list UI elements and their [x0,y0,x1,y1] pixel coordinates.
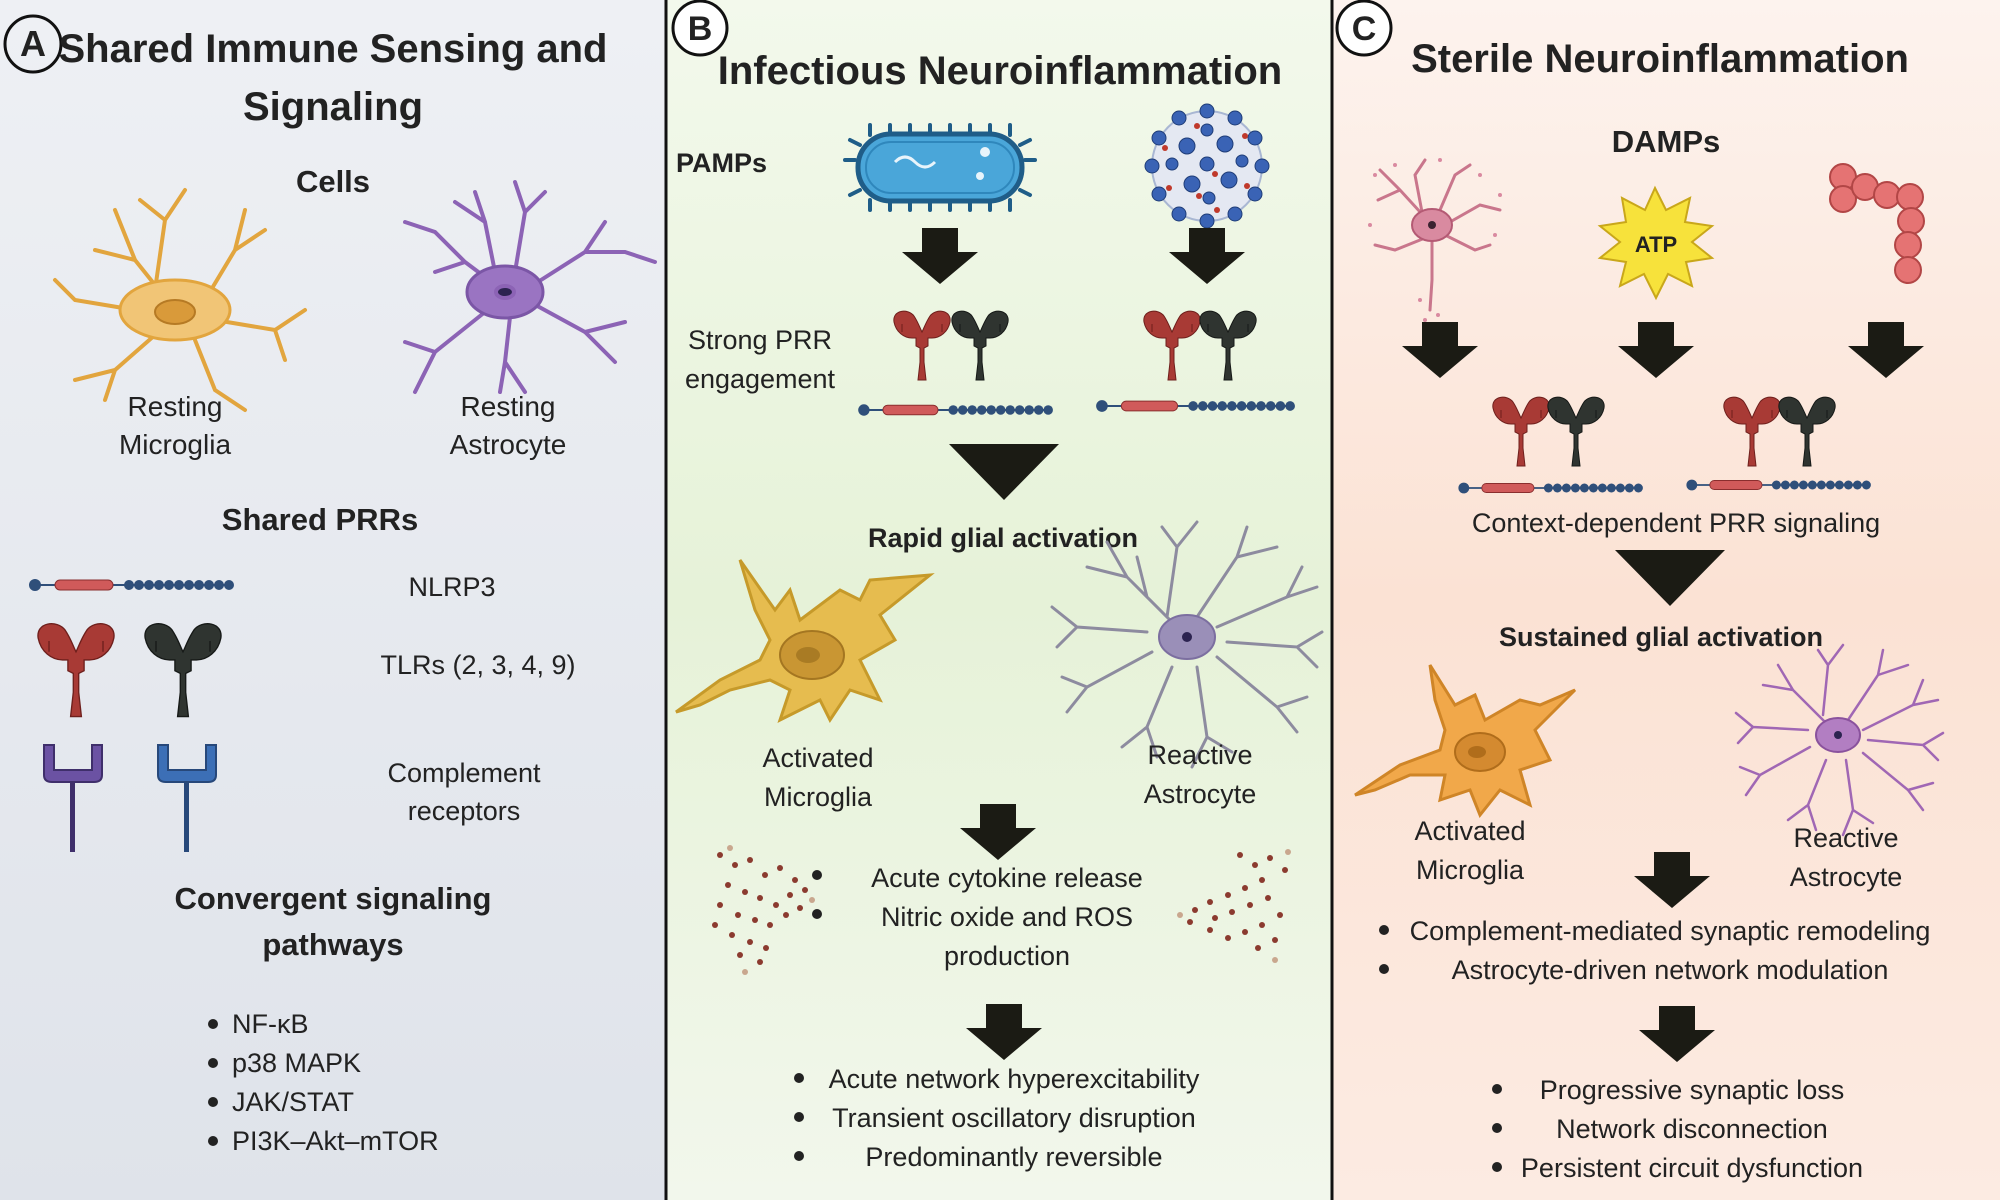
outcome-item: Acute network hyperexcitability [829,1064,1200,1094]
panel-a-letter-circle [3,14,63,74]
nlrp3-label: NLRP3 [408,572,495,602]
outcome-item: Progressive synaptic loss [1540,1075,1845,1105]
tlrs-label: TLRs (2, 3, 4, 9) [380,650,575,680]
pathway-item: p38 MAPK [232,1048,361,1078]
resting-microglia-label-1: Resting [128,391,223,422]
panel-a: A Shared Immune Sensing and Signaling Ce… [3,14,657,1156]
outcome-item: Network disconnection [1556,1114,1828,1144]
effect-item: Complement-mediated synaptic remodeling [1410,916,1931,946]
pathways-heading-2: pathways [262,927,403,962]
bullet [812,909,822,919]
activated-microglia-label-2: Microglia [764,782,873,812]
activated-microglia-label-1: Activated [762,743,873,773]
effect-no-ros-2: production [944,941,1070,971]
effect-list: Complement-mediated synaptic remodeling … [1379,916,1930,985]
panel-c-letter-circle [1335,0,1393,57]
resting-microglia-icon [53,188,307,412]
effect-cytokine: Acute cytokine release [871,863,1143,893]
resting-microglia-label-2: Microglia [119,429,231,460]
activated-microglia-label-1: Activated [1414,816,1525,846]
cytokine-dots-icon [1177,849,1291,963]
panel-c: C Sterile Neuroinflammation DAMPs ATP [1335,0,1945,1183]
outcome-item: Persistent circuit dysfunction [1521,1153,1863,1183]
reactive-astrocyte-icon [1050,520,1324,769]
panel-a-letter: A [20,23,46,64]
pathway-list: NF-κB p38 MAPK JAK/STAT PI3K–Akt–mTOR [208,1009,439,1156]
atp-burst-icon: ATP [1597,185,1715,301]
cells-heading: Cells [296,164,370,199]
resting-astrocyte-label-2: Astrocyte [450,429,567,460]
panel-a-title-line2: Signaling [243,85,423,129]
pathway-item: PI3K–Akt–mTOR [232,1126,439,1156]
activated-microglia-label-2: Microglia [1416,855,1525,885]
outcome-list: Progressive synaptic loss Network discon… [1492,1075,1863,1183]
panel-b: B Infectious Neuroinflammation PAMPs [671,0,1324,1172]
bullet [812,870,822,880]
panel-a-title-line1: Shared Immune Sensing and [58,27,607,71]
panel-b-title: Infectious Neuroinflammation [718,49,1283,93]
atp-label: ATP [1635,232,1677,257]
sustained-activation-heading: Sustained glial activation [1499,622,1823,652]
pathway-item: JAK/STAT [232,1087,354,1117]
bacterium-icon [843,123,1037,212]
outcome-item: Transient oscillatory disruption [832,1103,1196,1133]
prr-label-2: engagement [685,364,836,394]
prrs-heading: Shared PRRs [222,502,418,537]
prr-signaling-label: Context-dependent PRR signaling [1472,508,1880,538]
reactive-astrocyte-label-2: Astrocyte [1790,862,1903,892]
prr-label-1: Strong PRR [688,325,832,355]
outcome-list: Acute network hyperexcitability Transien… [794,1064,1200,1172]
virus-icon [1144,103,1270,229]
panel-b-letter-circle [671,0,729,57]
reactive-astrocyte-label-2: Astrocyte [1144,779,1257,809]
outcome-item: Predominantly reversible [865,1142,1162,1172]
reactive-astrocyte-label-1: Reactive [1793,823,1898,853]
panel-b-letter: B [688,10,713,48]
resting-astrocyte-icon [403,180,657,394]
cytokine-dots-icon [712,845,815,975]
activated-microglia-icon [1354,664,1577,818]
resting-astrocyte-label-1: Resting [461,391,556,422]
complement-label-2: receptors [408,796,521,826]
complement-receptor-blue-icon [157,744,217,852]
damps-label: DAMPs [1612,124,1721,159]
rapid-activation-heading: Rapid glial activation [868,523,1138,553]
panel-c-title: Sterile Neuroinflammation [1411,37,1909,81]
damaged-neuron-icon [1368,158,1502,322]
complement-receptor-purple-icon [43,744,103,852]
pamps-label: PAMPs [676,148,767,178]
pathways-heading-1: Convergent signaling [175,881,492,916]
pathway-item: NF-κB [232,1009,309,1039]
effect-item: Astrocyte-driven network modulation [1452,955,1889,985]
reactive-astrocyte-icon [1734,643,1945,837]
protein-aggregate-icon [1829,163,1925,284]
activated-microglia-icon [675,559,935,723]
panel-a-background [0,0,665,1200]
panel-c-letter: C [1352,10,1377,48]
complement-label-1: Complement [387,758,541,788]
reactive-astrocyte-label-1: Reactive [1147,740,1252,770]
effect-no-ros-1: Nitric oxide and ROS [881,902,1133,932]
